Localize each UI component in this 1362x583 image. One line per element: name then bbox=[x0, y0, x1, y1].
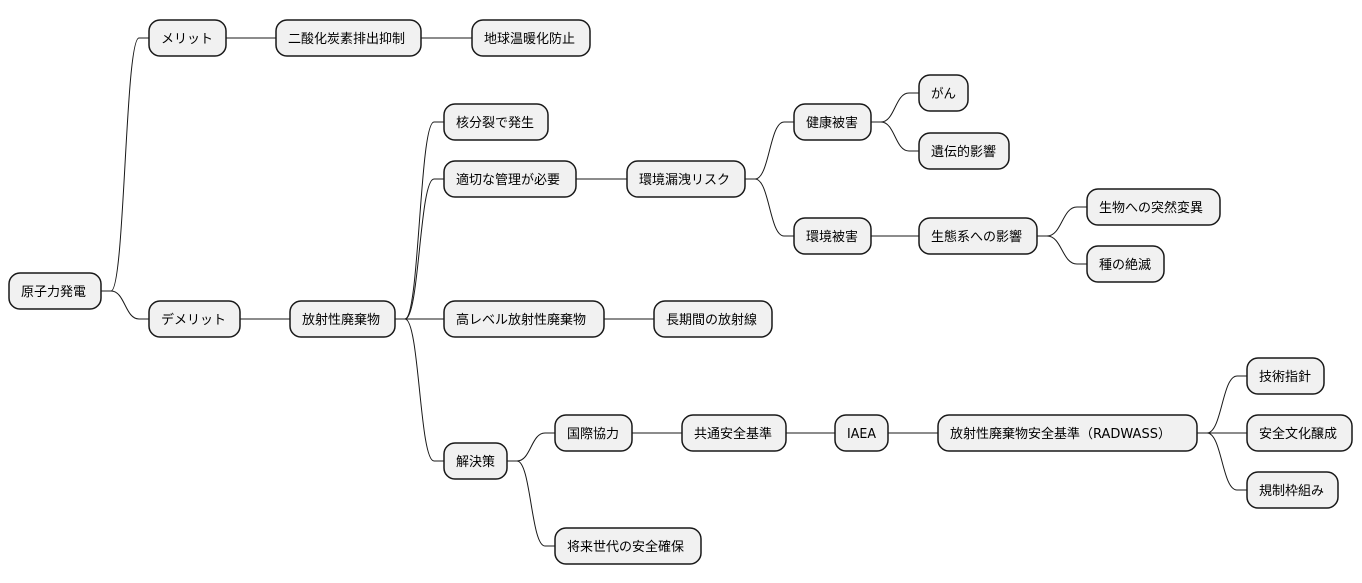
node-box bbox=[918, 74, 969, 112]
node-label: 核分裂で発生 bbox=[456, 116, 534, 131]
node-box bbox=[1086, 188, 1221, 226]
node-box bbox=[148, 300, 241, 338]
node-box bbox=[1246, 414, 1353, 452]
node-demerit: デメリット bbox=[148, 300, 241, 338]
edge-waste-management bbox=[395, 178, 444, 320]
edge-waste-solution bbox=[395, 318, 444, 462]
node-box bbox=[626, 160, 746, 198]
node-management: 適切な管理が必要 bbox=[443, 160, 577, 198]
node-box bbox=[681, 414, 787, 452]
node-label: 生物への突然変異 bbox=[1099, 200, 1203, 216]
node-label: 解決策 bbox=[456, 454, 495, 470]
node-intl: 国際協力 bbox=[554, 414, 633, 452]
node-box bbox=[148, 19, 227, 57]
edge-radwass-guideline bbox=[1197, 375, 1247, 434]
node-box bbox=[289, 300, 396, 338]
node-box bbox=[937, 414, 1198, 452]
node-label: 放射性廃棄物安全基準（RADWASS） bbox=[950, 426, 1171, 442]
node-label: 安全文化醸成 bbox=[1259, 426, 1337, 442]
node-label: 長期間の放射線 bbox=[666, 312, 757, 328]
node-box bbox=[918, 217, 1038, 255]
node-warming: 地球温暖化防止 bbox=[471, 19, 591, 57]
node-culture: 安全文化醸成 bbox=[1246, 414, 1353, 452]
node-radwass: 放射性廃棄物安全基準（RADWASS） bbox=[937, 414, 1198, 452]
node-eco: 生態系への影響 bbox=[918, 217, 1038, 255]
edge-eco-mutation bbox=[1037, 206, 1087, 237]
node-framework: 規制枠組み bbox=[1246, 471, 1339, 509]
node-box bbox=[1246, 357, 1325, 395]
node-env-damage: 環境被害 bbox=[793, 217, 872, 255]
node-label: 将来世代の安全確保 bbox=[567, 539, 684, 555]
edge-solution-intl bbox=[507, 432, 555, 462]
node-genetic: 遺伝的影響 bbox=[918, 132, 1010, 170]
node-solution: 解決策 bbox=[443, 442, 508, 480]
node-common-std: 共通安全基準 bbox=[681, 414, 787, 452]
node-label: IAEA bbox=[847, 427, 876, 442]
node-merit: メリット bbox=[148, 19, 227, 57]
node-future: 将来世代の安全確保 bbox=[554, 527, 702, 565]
node-label: 遺伝的影響 bbox=[931, 144, 996, 160]
edge-leak-risk-env-damage bbox=[745, 178, 794, 237]
node-label: 放射性廃棄物 bbox=[302, 312, 380, 328]
node-hlw: 高レベル放射性廃棄物 bbox=[443, 300, 605, 338]
node-label: 種の絶滅 bbox=[1099, 257, 1151, 273]
node-label: 規制枠組み bbox=[1259, 484, 1324, 499]
node-box bbox=[834, 414, 889, 452]
node-long-radiation: 長期間の放射線 bbox=[653, 300, 773, 338]
edge-radwass-framework bbox=[1197, 432, 1247, 491]
node-box bbox=[554, 527, 702, 565]
node-label: 環境漏洩リスク bbox=[639, 172, 730, 188]
node-box bbox=[443, 442, 508, 480]
edge-waste-fission bbox=[395, 121, 444, 320]
node-co2: 二酸化炭素排出抑制 bbox=[275, 19, 422, 57]
node-label: 原子力発電 bbox=[21, 285, 86, 300]
edge-eco-extinction bbox=[1037, 235, 1087, 265]
node-cancer: がん bbox=[918, 74, 969, 112]
node-leak-risk: 環境漏洩リスク bbox=[626, 160, 746, 198]
node-box bbox=[554, 414, 633, 452]
node-health: 健康被害 bbox=[793, 103, 872, 141]
node-label: 高レベル放射性廃棄物 bbox=[456, 312, 586, 328]
edge-health-genetic bbox=[871, 121, 919, 152]
node-waste: 放射性廃棄物 bbox=[289, 300, 396, 338]
node-label: 二酸化炭素排出抑制 bbox=[288, 32, 405, 47]
node-label: 健康被害 bbox=[806, 115, 858, 131]
node-box bbox=[1086, 245, 1165, 283]
node-label: メリット bbox=[161, 32, 213, 47]
node-mutation: 生物への突然変異 bbox=[1086, 188, 1221, 226]
node-label: 技術指針 bbox=[1259, 370, 1311, 385]
edge-solution-future bbox=[507, 460, 555, 547]
node-box bbox=[443, 160, 577, 198]
node-label: 国際協力 bbox=[567, 427, 619, 442]
node-fission: 核分裂で発生 bbox=[443, 103, 549, 141]
node-box bbox=[471, 19, 591, 57]
node-box bbox=[8, 272, 102, 310]
node-guideline: 技術指針 bbox=[1246, 357, 1325, 395]
node-label: 生態系への影響 bbox=[931, 229, 1022, 245]
node-box bbox=[793, 103, 872, 141]
node-box bbox=[918, 132, 1010, 170]
node-label: 環境被害 bbox=[806, 229, 858, 245]
node-box bbox=[793, 217, 872, 255]
mindmap-edges bbox=[101, 37, 1247, 547]
node-root: 原子力発電 bbox=[8, 272, 102, 310]
node-label: 共通安全基準 bbox=[694, 426, 772, 442]
edge-health-cancer bbox=[871, 92, 919, 123]
node-label: デメリット bbox=[161, 312, 226, 328]
node-extinction: 種の絶滅 bbox=[1086, 245, 1165, 283]
node-box bbox=[443, 300, 605, 338]
node-box bbox=[1246, 471, 1339, 509]
node-label: 適切な管理が必要 bbox=[456, 172, 560, 188]
node-box bbox=[275, 19, 422, 57]
edge-root-demerit bbox=[101, 290, 149, 320]
node-box bbox=[653, 300, 773, 338]
node-iaea: IAEA bbox=[834, 414, 889, 452]
node-label: がん bbox=[931, 87, 956, 102]
node-box bbox=[443, 103, 549, 141]
edge-leak-risk-health bbox=[745, 121, 794, 180]
edge-root-merit bbox=[101, 37, 149, 292]
node-label: 地球温暖化防止 bbox=[484, 31, 575, 47]
